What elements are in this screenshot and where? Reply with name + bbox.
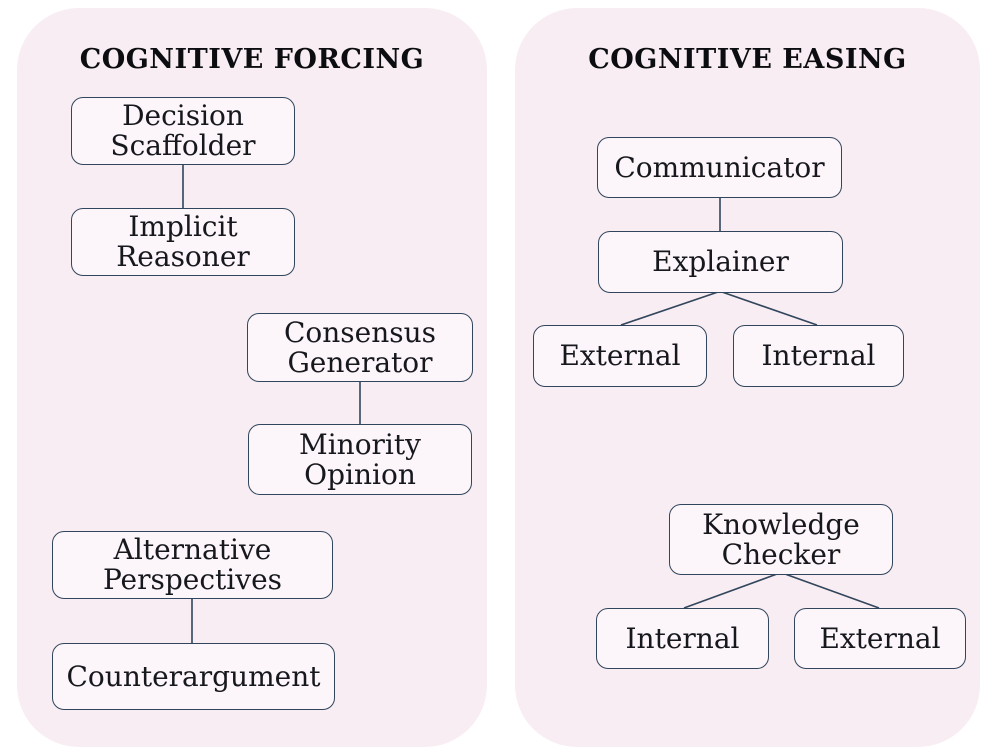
node-label-line: Communicator (614, 150, 825, 184)
node-counterargument: Counterargument (52, 643, 335, 710)
node-label-line: Implicit (128, 210, 238, 244)
node-label-line: Perspectives (102, 563, 283, 596)
node-label-line: Opinion (304, 457, 416, 491)
node-communicator: Communicator (597, 137, 842, 198)
node-label-line: Generator (287, 345, 433, 379)
node-label-line: Knowledge (702, 507, 860, 541)
node-label-line: External (819, 621, 941, 655)
node-explainer-internal: Internal (733, 325, 904, 387)
node-minority-opinion: Minority Opinion (248, 424, 472, 495)
node-alternative-perspectives: Alternative Perspectives (52, 531, 333, 599)
node-label-line: External (559, 339, 681, 373)
node-label-line: Decision (122, 99, 244, 133)
panel-title-cognitive-forcing: COGNITIVE FORCING (79, 44, 425, 75)
node-label-line: Consensus (283, 315, 437, 349)
node-label-line: Alternative (113, 533, 272, 567)
node-checker-internal: Internal (596, 608, 769, 669)
panel-title-cognitive-easing: COGNITIVE EASING (588, 44, 907, 75)
node-consensus-generator: Consensus Generator (247, 313, 473, 382)
node-checker-external: External (794, 608, 966, 669)
node-label-line: Scaffolder (110, 129, 256, 162)
node-label-line: Explainer (652, 245, 789, 279)
node-label-line: Internal (625, 621, 740, 655)
node-label-line: Internal (761, 339, 876, 373)
node-explainer-external: External (533, 325, 707, 387)
node-decision-scaffolder: Decision Scaffolder (71, 97, 295, 165)
node-label-line: Minority (299, 427, 421, 461)
node-explainer: Explainer (598, 231, 843, 293)
node-knowledge-checker: Knowledge Checker (669, 504, 893, 575)
node-label-line: Counterargument (66, 659, 321, 693)
node-label-line: Reasoner (116, 240, 250, 273)
node-label-line: Checker (721, 537, 841, 571)
node-implicit-reasoner: Implicit Reasoner (71, 208, 295, 276)
